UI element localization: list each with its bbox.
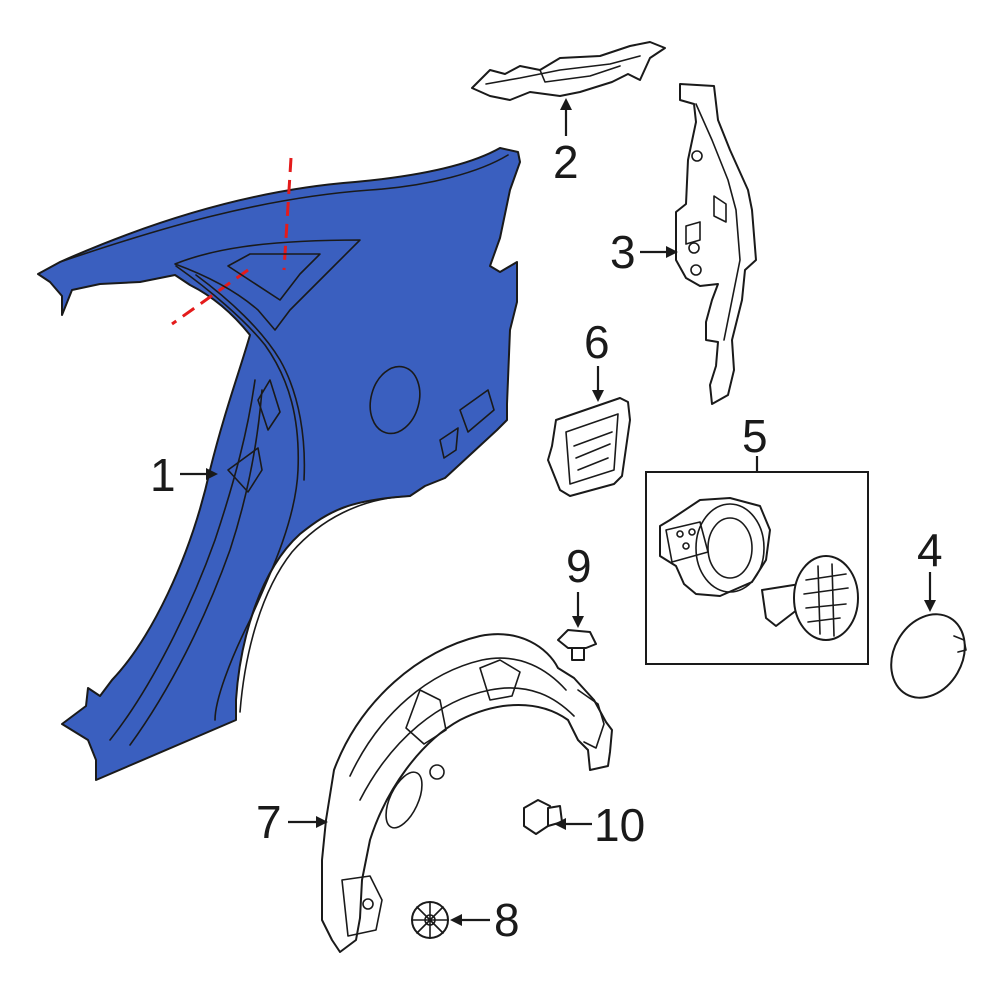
callout-1: 1 <box>150 449 176 501</box>
rocker-edge-1 <box>109 379 256 741</box>
plug-spokes <box>411 901 449 939</box>
screw-clip-part[interactable] <box>523 799 563 835</box>
wheel-liner-lower-pocket <box>341 875 383 937</box>
side-marker-lens <box>565 413 619 485</box>
inner-bracket-flange <box>695 103 741 341</box>
fuel-housing-hole-1 <box>676 530 684 538</box>
fuel-door-body <box>890 613 966 699</box>
wheel-liner-clip-hole <box>362 898 374 910</box>
bracket-hole-2 <box>688 242 700 254</box>
callout-5: 5 <box>742 410 768 462</box>
callout-labels: 1 2 3 4 5 6 7 8 9 10 <box>150 136 943 946</box>
wheel-liner-body <box>321 633 613 953</box>
callout-9: 9 <box>566 540 592 592</box>
leader-arrowhead-2 <box>560 98 572 110</box>
wheel-liner-ridge-outer <box>349 657 567 777</box>
fuel-housing-door <box>793 555 859 641</box>
inner-bracket-part[interactable] <box>675 83 757 405</box>
fuel-housing-door-grid <box>803 563 849 637</box>
cut-line-diagonal <box>171 268 249 326</box>
leader-arrowhead-3 <box>666 246 678 258</box>
fuel-door-opening <box>369 365 421 435</box>
quarter-glass-recess <box>227 253 321 301</box>
upper-reinforcement-body <box>471 41 666 101</box>
door-pillar-edge-inner <box>195 274 306 481</box>
bracket-hole-3 <box>690 264 702 276</box>
rocker-edge-2 <box>129 389 263 746</box>
plug-part[interactable] <box>411 901 449 939</box>
callout-10: 10 <box>594 799 645 851</box>
wheel-liner-recess <box>385 771 423 829</box>
wheel-liner-rear-flange <box>577 689 605 749</box>
fuel-housing-ring-inner <box>707 517 753 579</box>
bracket-tab <box>713 195 727 223</box>
quarter-window-opening <box>174 239 361 331</box>
leader-arrowhead-1 <box>206 468 218 480</box>
fuel-door-part[interactable] <box>877 601 980 711</box>
roof-rail-edge <box>59 154 509 263</box>
push-pin-part[interactable] <box>557 629 597 661</box>
side-marker-ribs <box>573 431 613 471</box>
fuel-housing-part[interactable] <box>645 471 869 665</box>
bracket-hole-1 <box>691 150 703 162</box>
leader-arrowhead-4 <box>924 600 936 612</box>
callout-8: 8 <box>494 894 520 946</box>
cut-line-vertical <box>282 157 293 271</box>
push-pin-shank <box>571 647 585 661</box>
wheel-liner-hole <box>429 764 445 780</box>
inner-bracket-body <box>675 83 757 405</box>
leader-arrows <box>180 98 936 926</box>
leader-arrowhead-6 <box>592 390 604 402</box>
callout-2: 2 <box>553 136 579 188</box>
leader-arrowhead-10 <box>554 818 566 830</box>
callout-4: 4 <box>917 524 943 576</box>
side-marker-body <box>547 397 631 497</box>
fuel-housing-clip <box>665 521 709 563</box>
upper-reinforcement-rib <box>485 55 641 85</box>
callout-7: 7 <box>256 796 282 848</box>
side-marker-part[interactable] <box>547 397 631 497</box>
wheel-liner-panel-1 <box>405 689 447 745</box>
lower-notch <box>439 427 459 459</box>
leader-arrowhead-8 <box>450 914 462 926</box>
callout-6: 6 <box>584 316 610 368</box>
wheel-arch-lip <box>239 495 411 713</box>
quarter-panel-part[interactable] <box>37 147 521 781</box>
inner-ledge <box>257 379 281 431</box>
wheel-liner-ridge-mid <box>359 687 575 801</box>
leader-arrowhead-9 <box>572 616 584 628</box>
upper-reinforcement-part[interactable] <box>471 41 666 101</box>
inner-pocket <box>227 447 263 493</box>
fuel-housing-strap <box>761 583 803 627</box>
screw-clip-head <box>523 799 551 835</box>
callout-3: 3 <box>610 226 636 278</box>
fuel-door-hinge <box>953 635 967 653</box>
wheel-liner-panel-2 <box>479 659 521 701</box>
fuel-housing-ring-outer <box>695 503 765 593</box>
side-marker-recess <box>459 389 495 433</box>
bracket-slot <box>685 221 701 245</box>
upper-reinforcement-edge <box>539 65 621 83</box>
leader-arrowhead-7 <box>316 816 328 828</box>
fuel-housing-hole-3 <box>682 542 690 550</box>
wheel-liner-part[interactable] <box>321 633 613 953</box>
push-pin-head <box>557 629 597 649</box>
door-pillar-edge-outer <box>175 265 300 721</box>
fuel-housing-hole-2 <box>688 528 696 536</box>
